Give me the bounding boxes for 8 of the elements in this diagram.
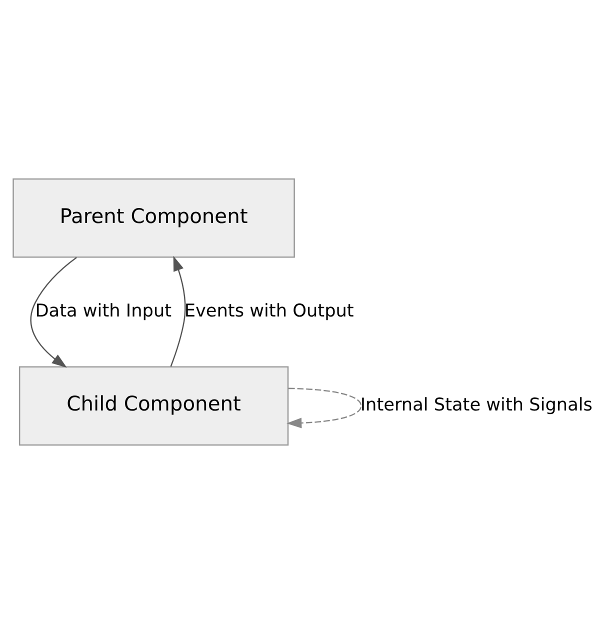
arrow bbox=[286, 387, 362, 428]
edge-label: Internal State with Signals bbox=[360, 395, 592, 416]
edge-label: Events with Output bbox=[184, 301, 354, 322]
edge-label: Data with Input bbox=[35, 301, 172, 322]
node-box: Parent Component bbox=[12, 178, 295, 258]
node-box: Child Component bbox=[18, 366, 289, 446]
arrow bbox=[170, 255, 186, 366]
arrow bbox=[30, 256, 77, 368]
